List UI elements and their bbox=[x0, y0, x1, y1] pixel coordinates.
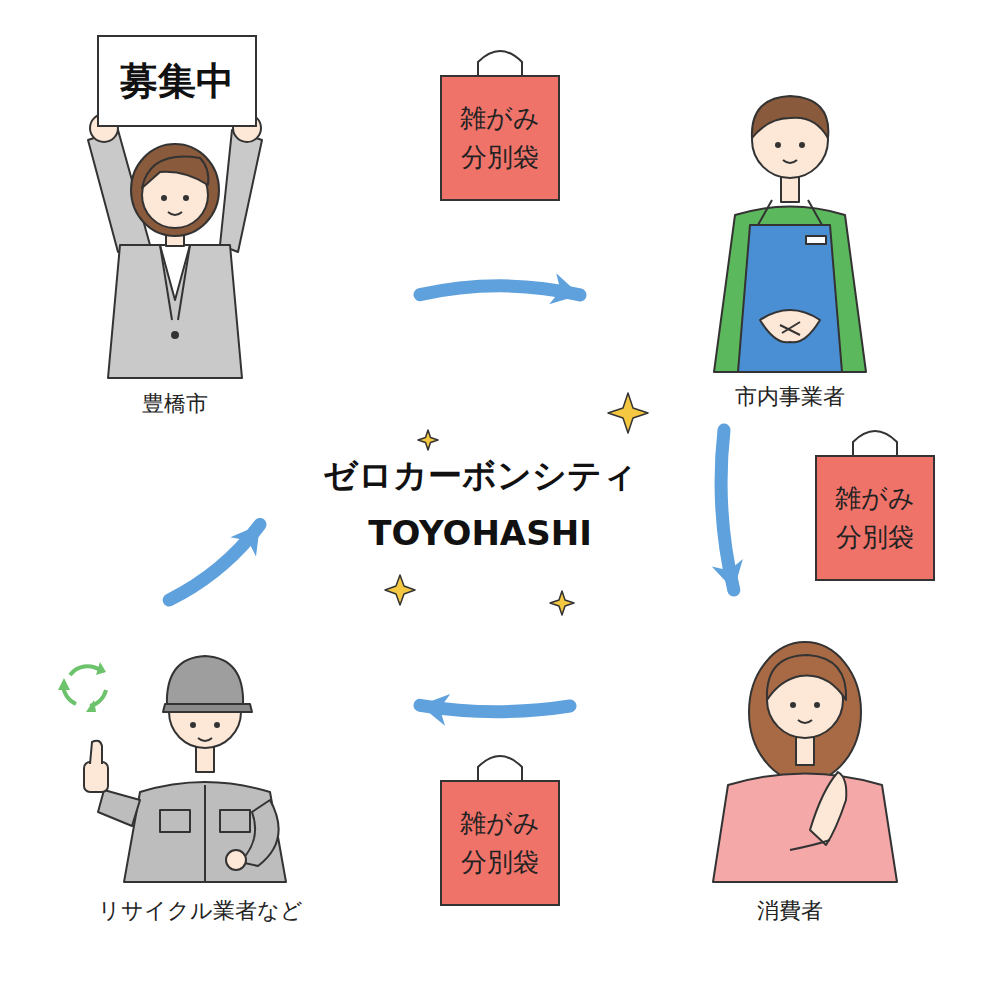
slogan-text: ゼロカーボンシティ TOYOHASHI bbox=[310, 447, 650, 563]
caption-holder: 消費者 bbox=[640, 897, 940, 926]
flow-arrow bbox=[169, 525, 260, 601]
center-slogan: ゼロカーボンシティ TOYOHASHI bbox=[260, 440, 700, 570]
person-caption: 消費者 bbox=[640, 897, 940, 926]
recycle-icon bbox=[58, 662, 106, 712]
bag-label: 雑がみ 分別袋 bbox=[833, 479, 916, 557]
paper-sorting-bag: 雑がみ 分別袋 bbox=[815, 455, 935, 581]
consumer-figure bbox=[713, 642, 897, 882]
person-node: 豊橋市募集中 bbox=[60, 20, 420, 430]
person-caption: リサイクル業者など bbox=[50, 897, 350, 926]
person-caption: 豊橋市 bbox=[25, 390, 325, 419]
flow-arrow bbox=[420, 705, 570, 711]
bag-label: 雑がみ 分別袋 bbox=[458, 804, 541, 882]
person-node: 市内事業者 bbox=[580, 60, 900, 430]
recycler-figure bbox=[84, 656, 286, 882]
bag-label: 雑がみ 分別袋 bbox=[458, 99, 541, 177]
paper-sorting-bag: 雑がみ 分別袋 bbox=[440, 75, 560, 201]
person-caption: 市内事業者 bbox=[640, 383, 940, 412]
shop-worker-figure bbox=[714, 96, 866, 372]
flow-arrow bbox=[420, 286, 580, 295]
flow-arrow bbox=[721, 430, 734, 590]
sign-label: 募集中 bbox=[120, 56, 234, 107]
caption-holder: リサイクル業者など bbox=[50, 897, 350, 926]
caption-holder: 市内事業者 bbox=[640, 383, 940, 412]
city-officer-figure bbox=[88, 114, 262, 378]
person-node: リサイクル業者など bbox=[40, 600, 420, 990]
person-node: 消費者 bbox=[570, 590, 960, 990]
recruiting-sign: 募集中 bbox=[97, 35, 257, 127]
paper-sorting-bag: 雑がみ 分別袋 bbox=[440, 780, 560, 906]
caption-holder: 豊橋市 bbox=[25, 390, 325, 419]
sparkles bbox=[385, 393, 648, 615]
